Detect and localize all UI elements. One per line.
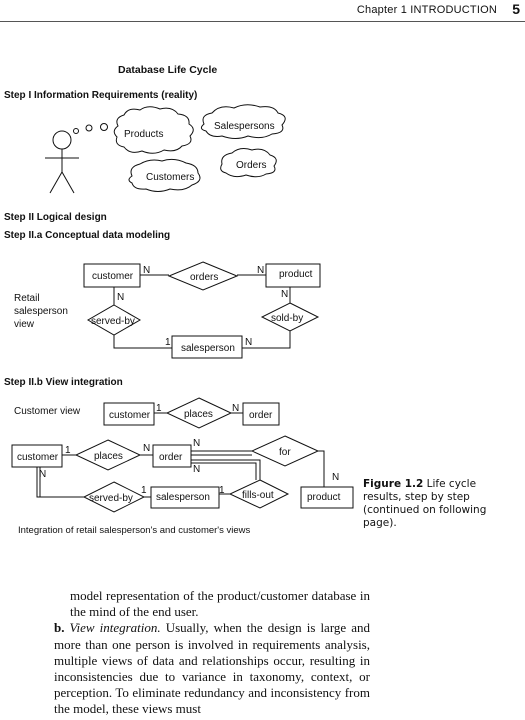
relationship-sold-by: sold-by [271,313,303,324]
cardinality-label: N [245,337,252,348]
cardinality-label: 1 [65,445,71,456]
er-diagram-customer-view [103,397,280,429]
entity-order: order [249,410,273,421]
list-item-title: View integration. [69,620,161,636]
step-2a-heading: Step II.a Conceptual data modeling [4,230,170,241]
entity-salesperson: salesperson [156,492,210,503]
view-label-line: salesperson [14,306,68,317]
cardinality-label: N [332,472,339,483]
relationship-orders: orders [190,272,218,283]
entity-salesperson: salesperson [181,343,235,354]
database-life-cycle-figure: Database Life Cycle Step I Information R… [4,64,354,536]
bubble-salespersons: Salespersons [214,121,275,132]
relationship-for: for [279,447,291,458]
cardinality-label: N [193,438,200,449]
cardinality-label: N [117,292,124,303]
view-label-line: Retail [14,293,40,304]
integration-note: Integration of retail salesperson's and … [18,525,251,536]
running-head: Chapter 1 INTRODUCTION 5 [0,0,525,22]
cardinality-label: N [143,265,150,276]
cardinality-label: N [232,403,239,414]
body-paragraph: model representation of the product/cust… [70,588,370,620]
view-label-line: view [14,319,35,330]
figure-caption-text: Life cycle results, step by step (contin… [363,478,487,529]
cardinality-label: N [39,469,46,480]
relationship-served-by: served-by [91,316,135,327]
thought-bubbles [113,104,286,192]
step-2-heading: Step II Logical design [4,212,107,223]
figure-title: Database Life Cycle [118,64,217,76]
list-item-b: b. View integration. Usually, when the d… [54,620,370,717]
entity-product: product [279,269,313,280]
relationship-served-by: served-by [89,493,133,504]
bubble-products: Products [124,129,163,140]
cardinality-label: 1 [156,403,162,414]
page-number: 5 [512,1,520,17]
figure-caption: Figure 1.2 Life cycle results, step by s… [363,478,513,530]
relationship-fills-out: fills-out [242,490,274,501]
entity-product: product [307,492,341,503]
customer-view-label: Customer view [14,406,81,417]
bubble-customers: Customers [146,172,194,183]
entity-customer: customer [109,410,151,421]
chapter-heading: Chapter 1 INTRODUCTION [356,4,497,16]
stick-figure-icon [45,123,108,194]
cardinality-label: 1 [165,337,171,348]
cardinality-label: N [143,443,150,454]
list-item-text: Usually, when the design is large and mo… [54,620,371,717]
relationship-places: places [94,451,123,462]
bubble-orders: Orders [236,160,267,171]
relationship-places: places [184,409,213,420]
cardinality-label: 1 [141,485,147,496]
er-diagram-conceptual [83,261,321,359]
entity-order: order [159,452,183,463]
step-2b-heading: Step II.b View integration [4,377,123,388]
body-text: model representation of the product/cust… [54,588,370,718]
cardinality-label: N [281,289,288,300]
figure-label: Figure 1.2 [363,478,424,490]
step-1-heading: Step I Information Requirements (reality… [4,90,197,101]
cardinality-label: 1 [219,485,225,496]
list-item-label: b. [54,620,65,636]
cardinality-label: N [257,265,264,276]
entity-customer: customer [92,271,134,282]
entity-customer: customer [17,452,59,463]
er-diagram-integrated [11,435,354,513]
cardinality-label: N [193,464,200,475]
header-rule [0,21,525,22]
